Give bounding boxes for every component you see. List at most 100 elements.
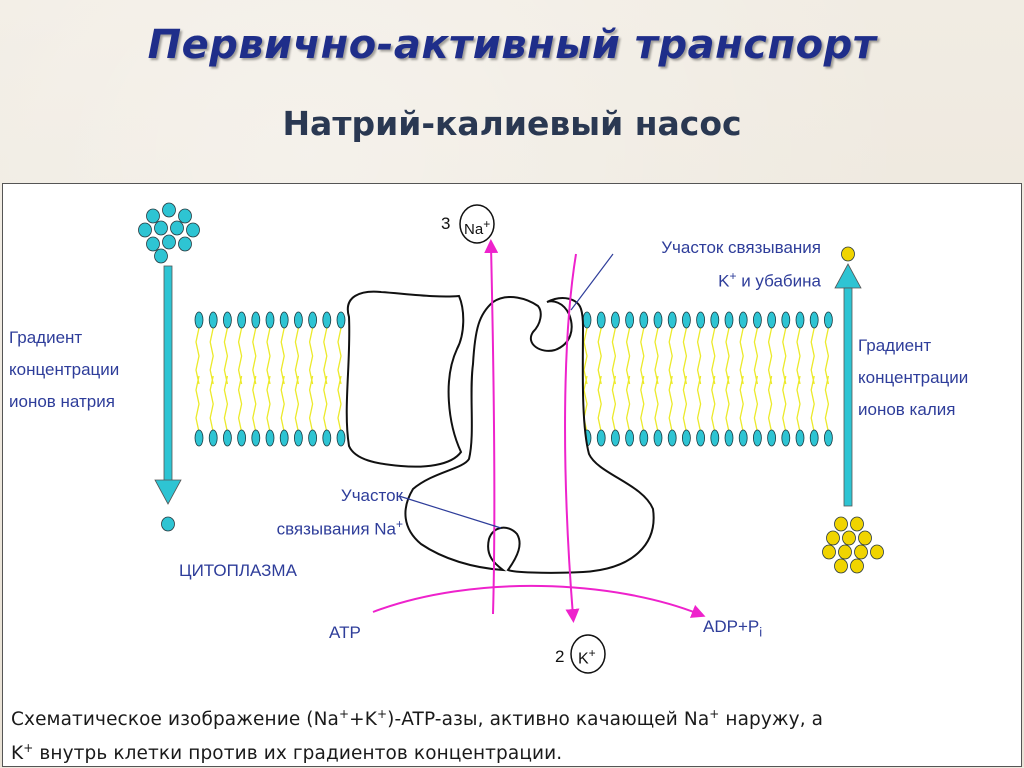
lipid-head-outer (336, 311, 346, 329)
na-gradient-line-3: ионов натрия (9, 392, 115, 411)
na-ion-outside (154, 220, 168, 236)
lipid-tail (280, 327, 285, 433)
k-in-count: 2 (555, 647, 565, 666)
k-ion-inside (842, 530, 856, 546)
slide-title: Первично-активный транспорт (147, 22, 877, 68)
lipid-head-inner (611, 429, 620, 447)
lipid-head-outer (696, 311, 705, 329)
figure-caption: Схематическое изображение (Na++K+)-ATP-а… (11, 707, 824, 765)
na-ion-outside (162, 234, 176, 250)
na-ion-outside (154, 248, 168, 264)
lipid-head-inner (809, 429, 819, 447)
na-ion-outside (162, 202, 176, 218)
lipid-head-inner (279, 429, 289, 447)
lipid-tail (337, 327, 342, 433)
na-ion-outside (146, 208, 160, 224)
lipid-head-outer (222, 311, 232, 329)
lipid-tail (682, 327, 688, 433)
na-gradient-line-2: концентрации (9, 360, 120, 379)
adp-pi-label: ADP+Pi (703, 617, 763, 640)
pump-protein (345, 290, 655, 574)
k-ion-inside (858, 530, 872, 546)
lipid-tail (711, 327, 716, 433)
lipid-tail (824, 327, 830, 433)
lipid-head-inner (596, 429, 606, 447)
lipid-head-outer (809, 311, 819, 329)
slide-subtitle: Натрий-калиевый насос (282, 104, 742, 143)
na-out-ion: Na+ (464, 217, 491, 238)
lipid-tail (725, 327, 730, 433)
lipid-head-outer (795, 311, 805, 329)
na-ion-inside (161, 516, 175, 532)
lipid-head-outer (208, 311, 218, 329)
k-binding-site-label: Участок связывания K+ и убабина (601, 234, 821, 296)
na-efflux-arrow (484, 239, 499, 615)
lipid-head-inner (767, 429, 776, 447)
na-out-count: 3 (441, 214, 451, 233)
lipid-head-inner (336, 429, 346, 447)
na-gradient-label: Градиент концентрации ионов натрия (9, 322, 119, 418)
na-ion-outside (178, 208, 192, 224)
lipid-tail (625, 327, 631, 433)
na-ion-outside (146, 236, 160, 252)
lipid-head-outer (639, 311, 649, 329)
lipid-head-outer (293, 311, 303, 329)
lipid-head-inner (753, 429, 762, 447)
lipid-head-outer (682, 311, 691, 329)
lipid-head-outer (194, 311, 204, 329)
lipid-tail (796, 327, 801, 433)
na-ion-outside (138, 222, 152, 238)
k-ion-inside (850, 558, 864, 574)
lipid-head-outer (625, 311, 634, 329)
lipid-tail (654, 327, 659, 433)
na-site-leader (398, 495, 502, 529)
ion-clusters (138, 202, 884, 574)
lipid-head-inner (781, 429, 791, 447)
na-ion-outside (186, 222, 200, 238)
lipid-head-inner (639, 429, 649, 447)
lipid-tail (611, 327, 617, 433)
ion-circles (459, 204, 606, 674)
lipid-tail (668, 327, 673, 433)
lipid-head-outer (753, 311, 762, 329)
lipid-head-inner (682, 429, 691, 447)
na-out-circle (459, 204, 495, 244)
membrane-bilayer (194, 311, 833, 447)
k-ion-outside (841, 246, 855, 262)
na-site-line-2: связывания Na+ (276, 517, 403, 539)
k-ion-inside (854, 544, 868, 560)
na-ion-outside (178, 236, 192, 252)
pump-protein-body (404, 296, 655, 574)
k-ion-inside (834, 558, 848, 574)
gradient-arrows (154, 263, 862, 507)
lipid-tail (237, 327, 243, 433)
lipid-head-inner (824, 429, 833, 447)
lipid-head-outer (724, 311, 734, 329)
lipid-head-outer (265, 311, 275, 329)
lipid-tail (753, 327, 759, 433)
na-ion-outside (170, 220, 184, 236)
lipid-head-outer (237, 311, 247, 329)
lipid-head-inner (724, 429, 734, 447)
na-gradient-line-1: Градиент (9, 328, 83, 347)
lipid-head-outer (781, 311, 791, 329)
na-site-line-1: Участок (340, 486, 403, 505)
atp-hydrolysis-arrow (372, 584, 706, 618)
k-ion-inside (870, 544, 884, 560)
lipid-head-outer (824, 311, 833, 329)
lipid-head-inner (667, 429, 677, 447)
lipid-tail (308, 327, 314, 433)
na-binding-site-label: Участок связывания Na+ (225, 482, 403, 544)
lipid-head-inner (237, 429, 247, 447)
k-in-ion: K+ (578, 646, 596, 668)
k-ion-inside (834, 516, 848, 532)
lipid-tail (810, 327, 815, 433)
lipid-head-inner (208, 429, 218, 447)
lipid-head-outer (279, 311, 289, 329)
flux-arrows (372, 239, 706, 623)
lipid-head-outer (596, 311, 606, 329)
k-ion-inside (838, 544, 852, 560)
lipid-tail (195, 327, 200, 433)
lipid-head-outer (611, 311, 620, 329)
k-influx-arrow (564, 253, 580, 623)
